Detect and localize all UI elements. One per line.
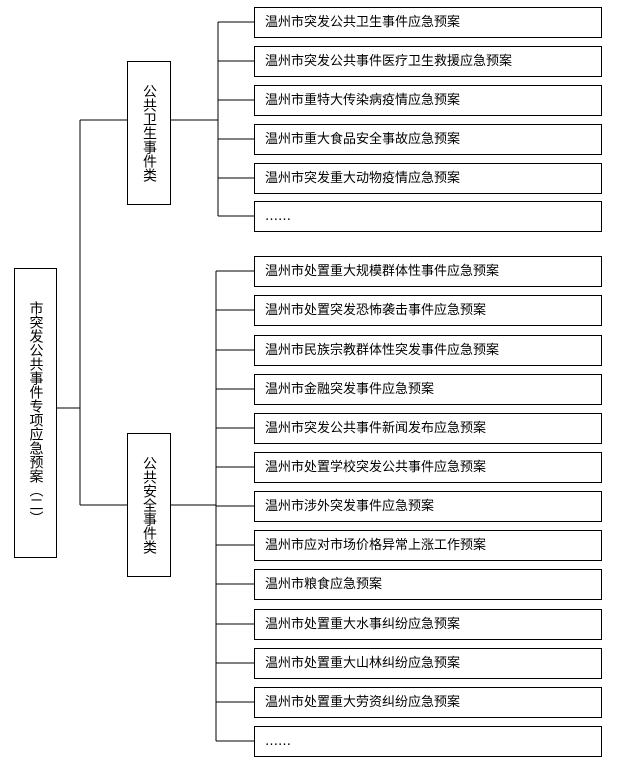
plan-item: 温州市处置突发恐怖袭击事件应急预案 [254, 295, 602, 326]
plan-item: 温州市民族宗教群体性突发事件应急预案 [254, 335, 602, 366]
plan-item: 温州市应对市场价格异常上涨工作预案 [254, 530, 602, 561]
plan-item: 温州市涉外突发事件应急预案 [254, 491, 602, 522]
plan-item-ellipsis: …… [254, 726, 602, 757]
root-node: 市突发公共事件专项应急预案（二） [14, 268, 57, 558]
plan-item-ellipsis: …… [254, 201, 602, 232]
plan-item: 温州市金融突发事件应急预案 [254, 374, 602, 405]
plan-item: 温州市重特大传染病疫情应急预案 [254, 85, 602, 116]
plan-item: 温州市重大食品安全事故应急预案 [254, 124, 602, 155]
plan-item: 温州市处置学校突发公共事件应急预案 [254, 452, 602, 483]
plan-item: 温州市处置重大规模群体性事件应急预案 [254, 256, 602, 287]
plan-item: 温州市突发公共事件新闻发布应急预案 [254, 413, 602, 444]
group-public-health: 公共卫生事件类 [127, 61, 171, 205]
plan-item: 温州市处置重大水事纠纷应急预案 [254, 609, 602, 640]
plan-item: 温州市突发重大动物疫情应急预案 [254, 163, 602, 194]
plan-item: 温州市突发公共事件医疗卫生救援应急预案 [254, 46, 602, 77]
plan-item: 温州市处置重大劳资纠纷应急预案 [254, 687, 602, 718]
plan-item: 温州市突发公共卫生事件应急预案 [254, 7, 602, 38]
plan-item: 温州市处置重大山林纠纷应急预案 [254, 648, 602, 679]
group-public-safety: 公共安全事件类 [127, 433, 171, 577]
plan-item: 温州市粮食应急预案 [254, 569, 602, 600]
